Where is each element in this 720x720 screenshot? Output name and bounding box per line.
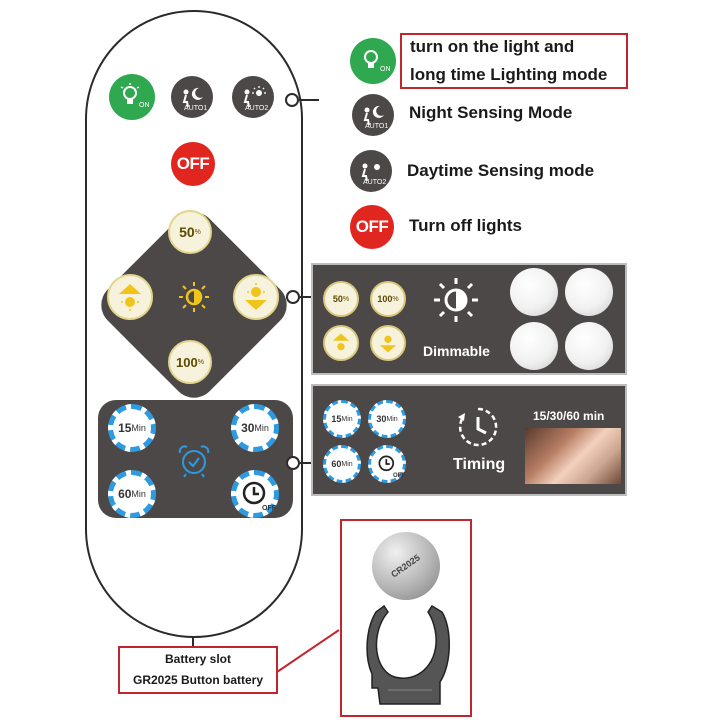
percent-unit: % <box>392 295 399 303</box>
timing-panel-off: OFF <box>368 445 406 483</box>
coin-battery: CR2025 <box>372 532 440 600</box>
on-description-box <box>400 33 628 89</box>
legend-off-icon-label: OFF <box>355 217 389 236</box>
min-unit: Min <box>341 415 353 423</box>
battery-photo-box <box>340 519 472 717</box>
brightness-up-icon <box>332 333 350 351</box>
brightness-down-icon <box>245 283 267 310</box>
on-description-line2: long time Lighting mode <box>410 65 608 84</box>
min-unit: Min <box>341 460 353 468</box>
auto1-button[interactable]: AUTO1 <box>171 76 213 118</box>
night-sensor-icon <box>363 105 384 126</box>
percent-unit: % <box>194 228 201 236</box>
min-unit: Min <box>131 423 146 433</box>
legend-off-icon: OFF <box>350 205 394 249</box>
auto2-label: AUTO2 <box>245 105 269 112</box>
timer-60-label: 60 <box>118 487 132 501</box>
lamp-image <box>565 268 613 316</box>
dim-panel-100-label: 100 <box>377 294 393 304</box>
off-button-label: OFF <box>176 154 210 173</box>
daytime-sensing-label: Daytime Sensing mode <box>407 161 595 180</box>
dimmer-center-sun-icon <box>179 282 209 312</box>
timer-off-label: OFF <box>262 505 276 512</box>
legend-auto1-label: AUTO1 <box>365 123 389 130</box>
legend-on-icon-label: ON <box>380 66 391 73</box>
connector-line-top <box>299 99 319 101</box>
brightness-up-button[interactable] <box>107 274 153 320</box>
on-button[interactable]: ON <box>109 74 155 120</box>
timer-15-label: 15 <box>118 421 132 435</box>
legend-auto2-label: AUTO2 <box>363 179 387 186</box>
clock-off-icon <box>242 481 266 505</box>
bulb-icon <box>364 50 378 68</box>
timing-60-label: 60 <box>331 459 342 469</box>
day-sensor-icon <box>361 163 380 182</box>
timer-icon <box>458 407 498 447</box>
percent-unit: % <box>342 295 350 303</box>
min-unit: Min <box>254 423 269 433</box>
connector-line-timer <box>300 462 312 464</box>
dimmable-sun-icon <box>434 278 478 322</box>
legend-on-icon: ON <box>350 38 396 84</box>
bulb-icon <box>120 83 140 104</box>
dimmable-label: Dimmable <box>423 343 490 359</box>
dim-panel-100: 100% <box>370 281 406 317</box>
legend-auto1-icon: AUTO1 <box>352 94 394 136</box>
brightness-down-icon <box>379 335 397 353</box>
brightness-50-button[interactable]: 50% <box>168 210 212 254</box>
night-sensing-label: Night Sensing Mode <box>409 103 573 122</box>
coin-battery-text: CR2025 <box>389 552 423 580</box>
timer-off-button[interactable]: OFF <box>231 470 279 518</box>
dim-panel-50: 50% <box>323 281 359 317</box>
brightness-100-button[interactable]: 100% <box>168 340 212 384</box>
connector-line-dimmer <box>300 296 312 298</box>
on-button-label: ON <box>139 102 150 109</box>
auto2-button[interactable]: AUTO2 <box>232 76 274 118</box>
timing-30-label: 30 <box>376 414 387 424</box>
lamp-image <box>510 268 558 316</box>
lamp-image <box>510 322 558 370</box>
battery-connector-vertical <box>192 637 194 647</box>
brightness-up-icon <box>119 284 141 311</box>
battery-clip <box>366 604 450 705</box>
dim-panel-up <box>323 325 359 361</box>
battery-label-box <box>118 646 278 694</box>
auto1-label: AUTO1 <box>184 105 208 112</box>
day-sensor-icon <box>243 86 266 108</box>
brightness-down-button[interactable] <box>233 274 279 320</box>
battery-line1: Battery slot <box>164 652 232 666</box>
timing-label: Timing <box>453 456 506 473</box>
clock-off-icon <box>378 455 395 472</box>
sleeping-child-photo <box>525 428 621 484</box>
percent-unit: % <box>197 358 204 366</box>
alarm-clock-icon <box>178 445 210 478</box>
on-description-line1: turn on the light and <box>410 37 575 56</box>
turn-off-label: Turn off lights <box>409 216 522 235</box>
night-sensor-icon <box>182 87 203 108</box>
battery-pointer-line <box>277 629 340 673</box>
connector-dot-dimmer <box>286 290 300 304</box>
connector-dot-top <box>285 93 299 107</box>
min-unit: Min <box>131 489 146 499</box>
timing-15-label: 15 <box>331 414 342 424</box>
lamp-image <box>565 322 613 370</box>
brightness-100-label: 100 <box>176 354 198 370</box>
timer-30-label: 30 <box>241 421 255 435</box>
off-button[interactable]: OFF <box>171 142 215 186</box>
legend-auto2-icon: AUTO2 <box>350 150 392 192</box>
connector-dot-timer <box>286 456 300 470</box>
battery-line2: GR2025 Button battery <box>132 673 264 687</box>
dim-panel-50-label: 50 <box>332 294 343 304</box>
dim-panel-down <box>370 325 406 361</box>
min-unit: Min <box>386 415 398 423</box>
timing-off-label: OFF <box>393 473 405 479</box>
brightness-50-label: 50 <box>179 224 195 240</box>
timing-title: 15/30/60 min <box>533 409 605 423</box>
